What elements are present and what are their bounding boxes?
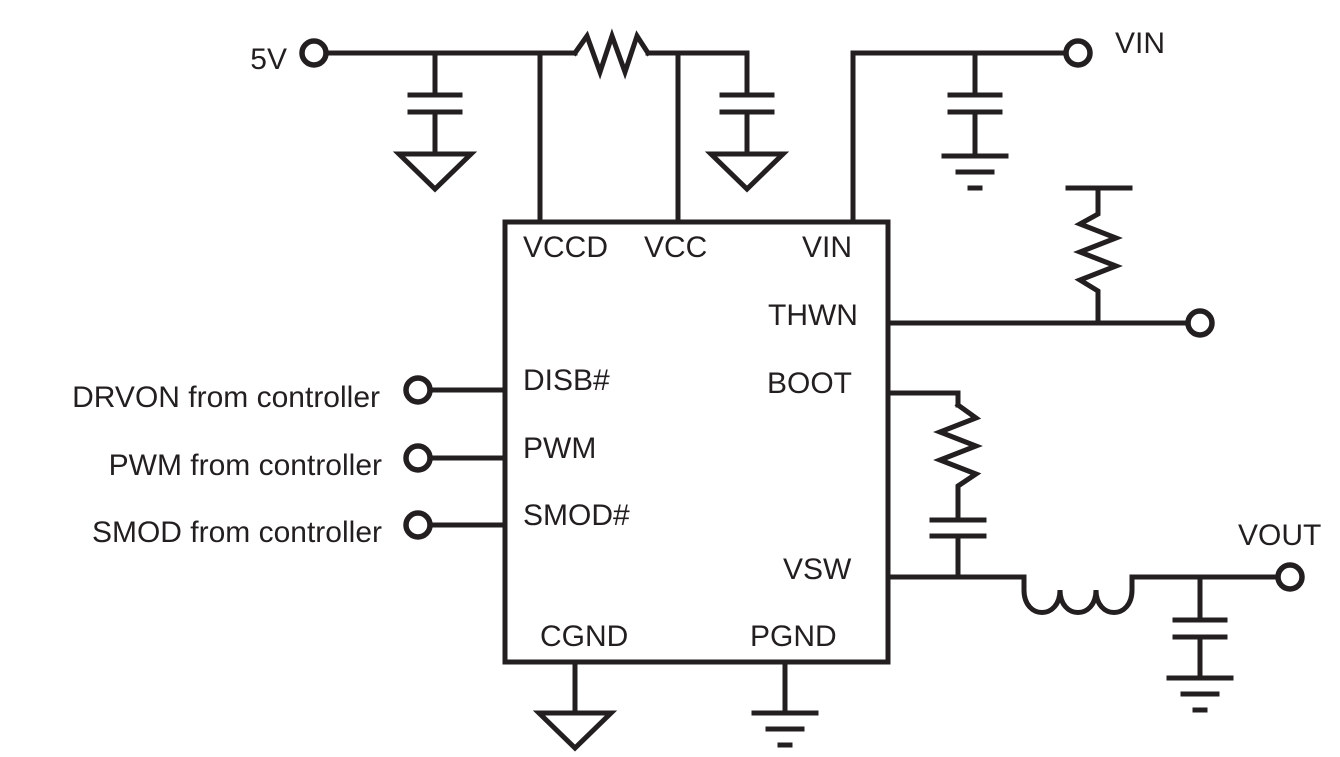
vin-rail-wire: [850, 50, 1081, 225]
pin-pwm-label: PWM: [523, 432, 596, 465]
pwm-terminal: [403, 443, 433, 473]
pin-vcc-label: VCC: [644, 231, 707, 264]
smod-input-label: SMOD from controller: [92, 516, 382, 549]
pwm-input-label: PWM from controller: [109, 449, 382, 482]
5v-terminal: [299, 38, 329, 68]
pin-vccd-label: VCCD: [523, 231, 608, 264]
pin-disb-label: DISB#: [523, 364, 610, 397]
pin-cgnd-label: CGND: [540, 620, 628, 653]
boot-resistor: [933, 401, 983, 523]
vout-capacitor: [1172, 574, 1228, 680]
smod-terminal: [403, 510, 433, 540]
5v-ground-1-icon: [392, 151, 478, 193]
drvon-terminal: [403, 375, 433, 405]
vin-ground-icon: [941, 153, 1009, 191]
pin-smod-label: SMOD#: [523, 499, 630, 532]
pin-boot-label: BOOT: [767, 367, 852, 400]
pin-vsw-label: VSW: [783, 553, 852, 586]
pin-vin-label: VIN: [802, 231, 852, 264]
pin-thwn-label: THWN: [768, 299, 858, 332]
ic-body: [502, 219, 891, 665]
pgnd-ground-icon: [751, 710, 819, 748]
boot-wire: [885, 390, 961, 408]
vout-ground-icon: [1166, 675, 1234, 713]
5v-capacitor-2: [719, 50, 775, 157]
vin-terminal: [1063, 38, 1093, 68]
drvon-input-label: DRVON from controller: [72, 381, 380, 414]
vin-capacitor: [947, 50, 1003, 157]
thwn-pullup-resistor: [1065, 185, 1133, 326]
5v-label: 5V: [250, 43, 287, 76]
vin-rail-label: VIN: [1115, 27, 1165, 60]
vout-label: VOUT: [1238, 519, 1321, 552]
vout-terminal: [1275, 562, 1305, 592]
output-inductor: [1021, 574, 1135, 615]
boot-capacitor: [929, 517, 987, 580]
thwn-terminal: [1185, 308, 1215, 338]
cgnd-ground-icon: [532, 710, 618, 752]
vccd-resistor: [571, 28, 652, 80]
pin-pgnd-label: PGND: [750, 620, 837, 653]
5v-ground-2-icon: [704, 151, 790, 193]
5v-capacitor-1: [407, 50, 463, 157]
